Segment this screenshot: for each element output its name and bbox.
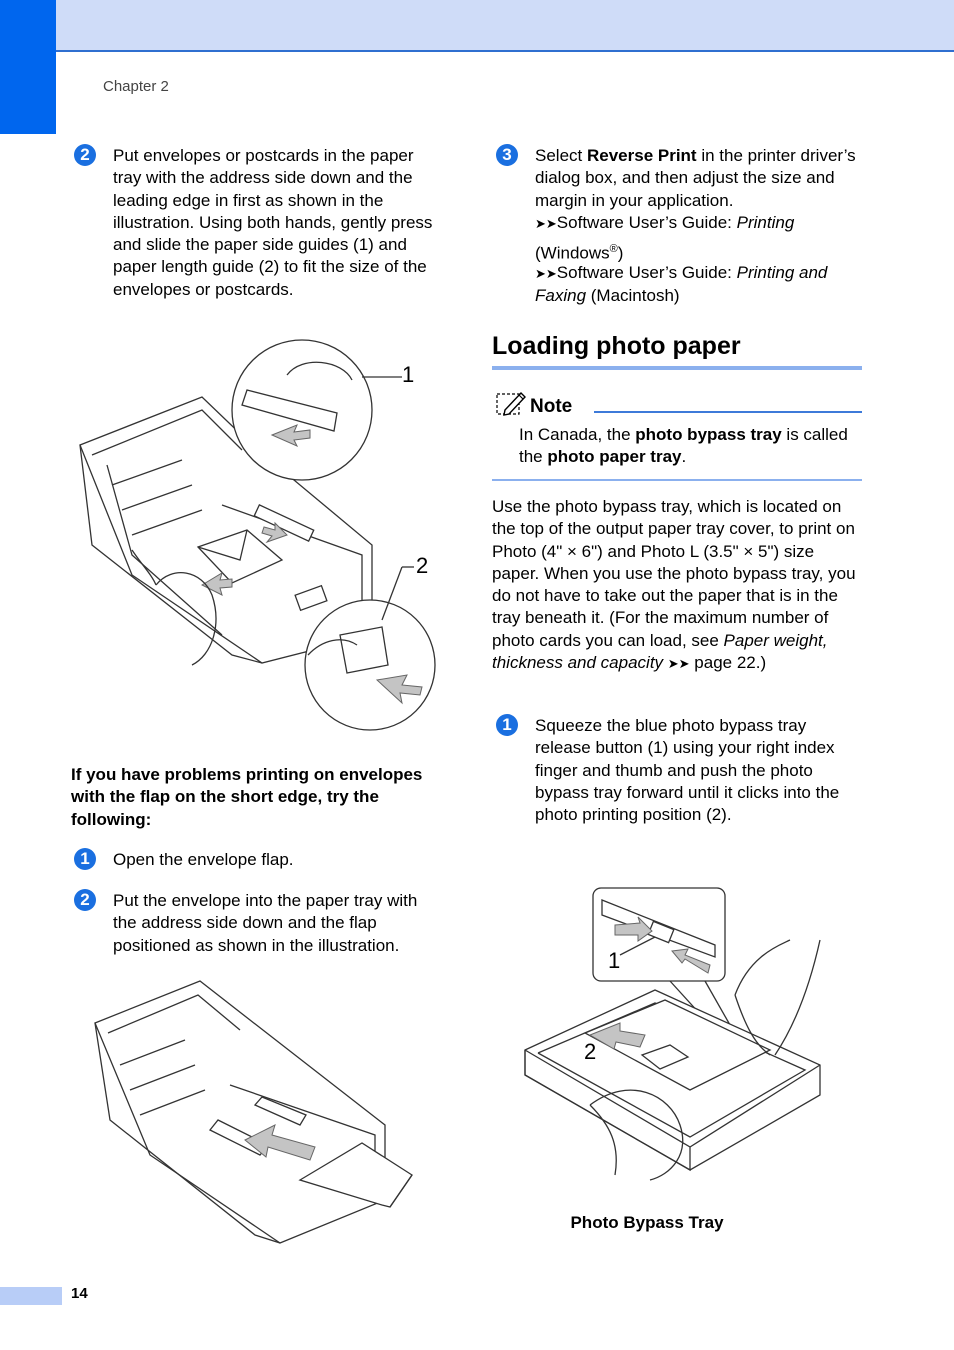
figure-1-callout-1: 1: [402, 362, 415, 387]
note-text: In Canada, the photo bypass tray is call…: [519, 424, 849, 469]
step-3-post: in the printer driver’s dialog box, and …: [535, 146, 856, 210]
ref-1-italic: Printing: [736, 213, 795, 232]
figure-1-callout-2: 2: [416, 553, 429, 578]
ref-2-prefix: Software User’s Guide:: [556, 263, 737, 282]
note-top-rule: [594, 411, 862, 413]
reference-windows: ➤➤Software User’s Guide: Printing: [535, 212, 865, 235]
reference-windows-suffix: (Windows®): [535, 238, 865, 265]
step-2-text: Put envelopes or postcards in the paper …: [113, 146, 433, 299]
ref-1-prefix: Software User’s Guide:: [556, 213, 737, 232]
chapter-tab: [0, 0, 56, 134]
ref-2-italic: Printing and Faxing: [535, 263, 828, 306]
ref-2-suffix: (Macintosh): [586, 286, 680, 306]
section-title-rule: [492, 366, 862, 370]
section-title: Loading photo paper: [492, 332, 741, 360]
double-arrow-icon: ➤➤: [535, 266, 557, 281]
chapter-label: Chapter 2: [103, 78, 169, 95]
step-3-text: Select Reverse Print in the printer driv…: [535, 145, 865, 212]
body-post: page 22.): [689, 653, 767, 673]
double-arrow-icon: ➤➤: [667, 656, 690, 672]
registered-mark: ®: [609, 243, 618, 255]
figure-caption: Photo Bypass Tray: [570, 1213, 724, 1232]
note-mid: is called the: [519, 425, 848, 467]
reverse-print-label: Reverse Print: [586, 146, 697, 165]
reference-macintosh: ➤➤Software User’s Guide: Printing and Fa…: [535, 262, 865, 308]
page-number: 14: [71, 1285, 88, 1302]
double-arrow-icon: ➤➤: [535, 216, 557, 231]
note-label: Note: [530, 396, 573, 417]
note-pencil-icon: [496, 391, 526, 416]
ref-1-suffix: (Windows: [535, 243, 610, 263]
body-text: Use the photo bypass tray, which is loca…: [492, 497, 856, 650]
page-number-band: [0, 1287, 62, 1305]
photo-bypass-tray-illustration: [524, 887, 821, 1181]
step-badge-3: 3: [496, 144, 518, 166]
note-bold-2: photo paper tray: [547, 447, 682, 467]
step-3-pre: Select: [535, 146, 587, 165]
ref-1-close: ): [617, 243, 624, 263]
step-1-text: Squeeze the blue photo bypass tray relea…: [535, 716, 840, 825]
step-badge-2: 2: [74, 144, 96, 166]
note-pre: In Canada, the: [519, 425, 636, 444]
step-badge-1: 1: [496, 714, 518, 736]
body-paragraph: Use the photo bypass tray, which is loca…: [492, 496, 862, 675]
envelope-loading-illustration: [79, 339, 436, 731]
sub-step-badge-1: 1: [74, 848, 96, 870]
note-post: .: [681, 447, 687, 467]
header-band: [0, 0, 954, 52]
figure-3-callout-2: 2: [584, 1039, 597, 1064]
sub-step-1-text: Open the envelope flap.: [113, 850, 294, 869]
figure-3-callout-1: 1: [608, 948, 621, 973]
note-bottom-rule: [492, 479, 862, 481]
problem-heading: If you have problems printing on envelop…: [71, 765, 423, 829]
sub-step-badge-2: 2: [74, 889, 96, 911]
body-italic-ref: Paper weight, thickness and capacity: [492, 630, 828, 673]
envelope-in-tray-illustration: [94, 980, 413, 1244]
note-bold-1: photo bypass tray: [635, 425, 782, 444]
sub-step-2-text: Put the envelope into the paper tray wit…: [113, 891, 418, 955]
